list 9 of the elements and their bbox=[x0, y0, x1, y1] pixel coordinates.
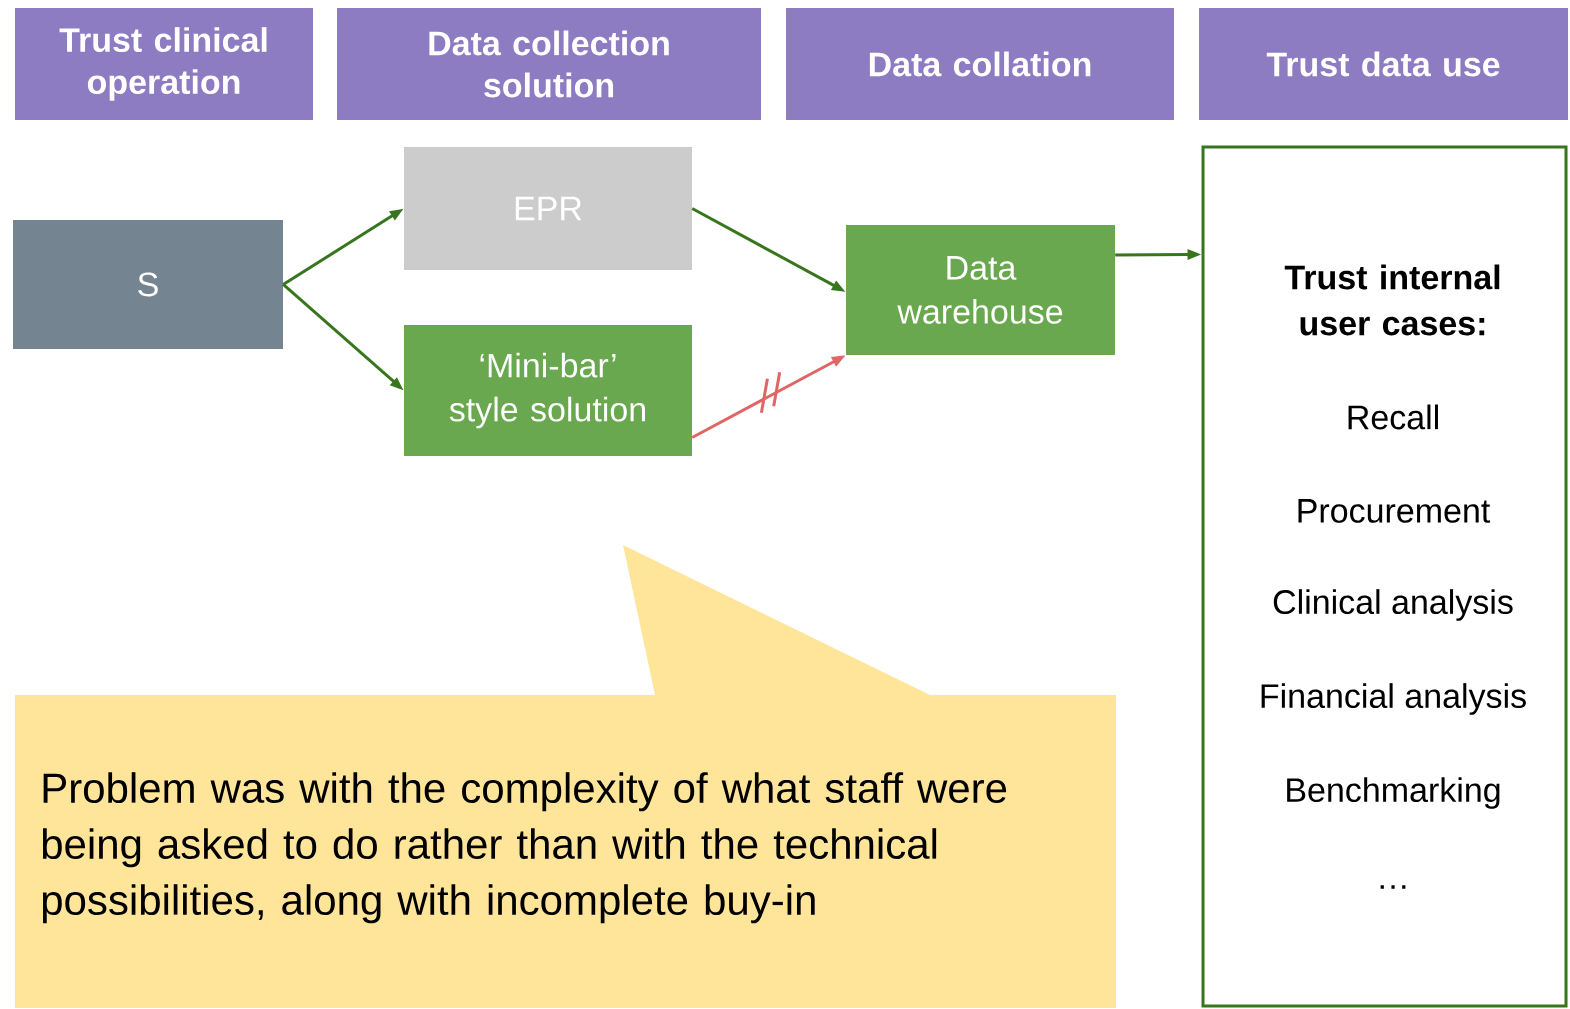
process-box: S bbox=[13, 220, 283, 349]
process-box: Data warehouse bbox=[846, 225, 1115, 355]
use-case-panel: Trust internal user cases: Recall Procurement Clinical analysis Financial analysis Benchmarking … bbox=[1201, 145, 1568, 1008]
column-header: Data collection solution bbox=[337, 8, 761, 120]
process-box: ‘Mini-bar’ style solution bbox=[404, 325, 692, 456]
column-header: Data collation bbox=[786, 8, 1174, 120]
column-header: Trust data use bbox=[1199, 8, 1568, 120]
speech-bubble: Problem was with the complexity of what staff were being asked to do rather than with the technical possibilities, along with incomplete buy-in bbox=[15, 545, 1116, 1008]
column-header: Trust clinical operation bbox=[15, 8, 313, 120]
